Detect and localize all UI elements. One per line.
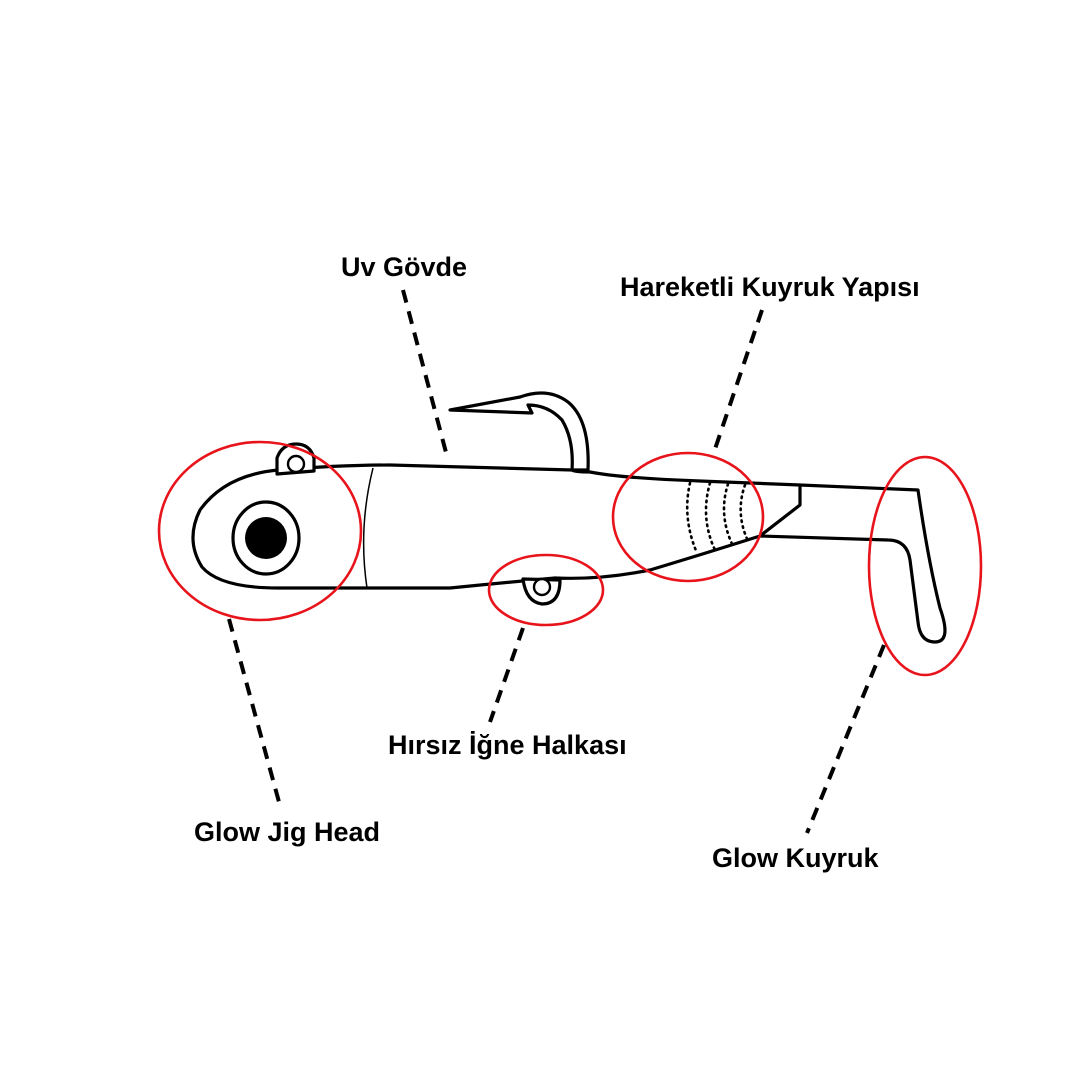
label-glow-kuyruk: Glow Kuyruk: [712, 843, 880, 873]
tail-rib-4: [739, 483, 750, 543]
eye-pupil: [245, 517, 287, 559]
top-eyelet-hole: [286, 454, 306, 474]
tail-rib-3: [722, 482, 735, 548]
tail-fin: [758, 483, 947, 644]
callout-thief-ring: [487, 553, 605, 627]
leader-hirsiz-igne: [488, 627, 525, 723]
head-separator: [362, 467, 374, 589]
label-glow-jig-head: Glow Jig Head: [194, 817, 380, 847]
bottom-eyelet-hole: [532, 577, 552, 597]
leader-lines: [227, 289, 886, 834]
text-labels: Uv Gövde Hareketli Kuyruk Yapısı Hırsız …: [194, 252, 920, 873]
leader-uv-govde: [401, 289, 450, 461]
lure-illustration: [191, 391, 947, 644]
label-hareketli-kuyruk: Hareketli Kuyruk Yapısı: [620, 272, 920, 302]
lure-body: [191, 463, 802, 590]
callout-moving-tail: [611, 451, 765, 583]
callouts: [157, 440, 983, 677]
tail-rib-1: [685, 481, 699, 555]
leader-glow-jig-head: [227, 618, 281, 803]
leader-hareketli-kuyruk: [711, 309, 764, 456]
label-hirsiz-igne: Hırsız İğne Halkası: [388, 730, 627, 760]
hook: [448, 391, 590, 472]
callout-glow-tail: [867, 455, 983, 677]
leader-glow-kuyruk: [805, 644, 886, 834]
label-uv-govde: Uv Gövde: [341, 252, 467, 282]
callout-jig-head: [157, 440, 363, 622]
tail-rib-2: [704, 481, 717, 552]
